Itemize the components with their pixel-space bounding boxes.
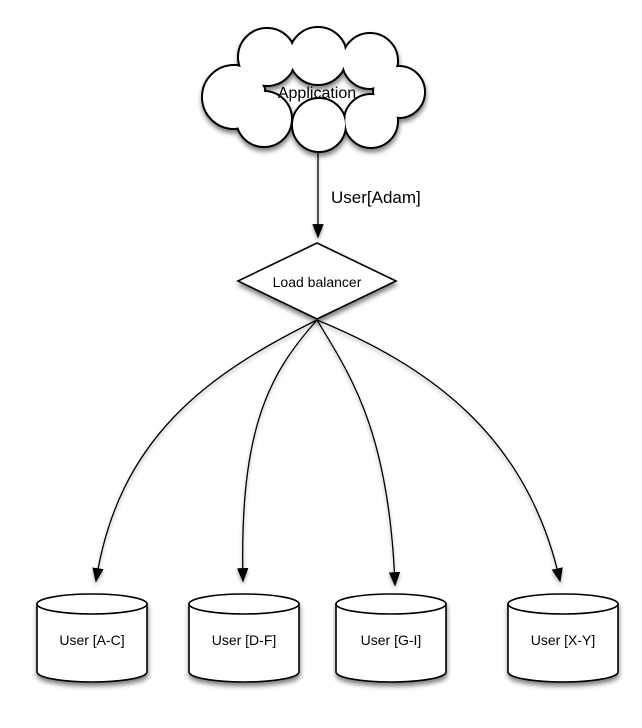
cylinder-shape [188,593,300,683]
cylinder-body [335,603,447,683]
shard-node-user-a-c: User [A-C] [36,593,148,683]
shard-label-x-y: User [X-Y] [531,632,596,648]
application-cloud-node: Application [201,26,426,153]
cylinder-shape [36,593,148,683]
diamond-shape [236,242,398,320]
cylinder-body [507,603,619,683]
edge-load-balancer-to-shard-d-f [236,319,318,583]
shard-node-user-x-y: User [X-Y] [507,593,619,683]
cylinder-top-ellipse [36,593,148,615]
shard-node-user-g-i: User [G-I] [335,593,447,683]
shard-label-a-c: User [A-C] [59,632,124,648]
edge-load-balancer-to-shard-g-i [316,319,401,587]
cylinder-shape [507,593,619,683]
cylinder-shape [335,593,447,683]
load-balancer-label: Load balancer [273,274,362,290]
edges-group [92,153,563,587]
cloud-bump-fill [293,99,345,151]
cylinder-top-ellipse [188,593,300,615]
shard-node-user-d-f: User [D-F] [188,593,300,683]
application-label: Application [278,85,356,102]
shard-label-g-i: User [G-I] [361,632,422,648]
edge-load-balancer-to-shard-a-c [92,319,318,583]
edge-load-balancer-to-shard-x-y [316,319,563,583]
edge-label-user-adam: User[Adam] [331,188,421,207]
cloud-bump-fill [290,28,346,84]
cloud-bump-fill [345,95,397,147]
cylinder-body [36,603,148,683]
cloud-bump-fill [237,92,291,146]
cylinder-top-ellipse [335,593,447,615]
cylinder-top-ellipse [507,593,619,615]
shard-label-d-f: User [D-F] [212,632,277,648]
cylinder-body [188,603,300,683]
cloud-shape [201,26,426,153]
load-balancer-node: Load balancer [236,242,398,320]
cloud-bump-fill [239,29,295,85]
